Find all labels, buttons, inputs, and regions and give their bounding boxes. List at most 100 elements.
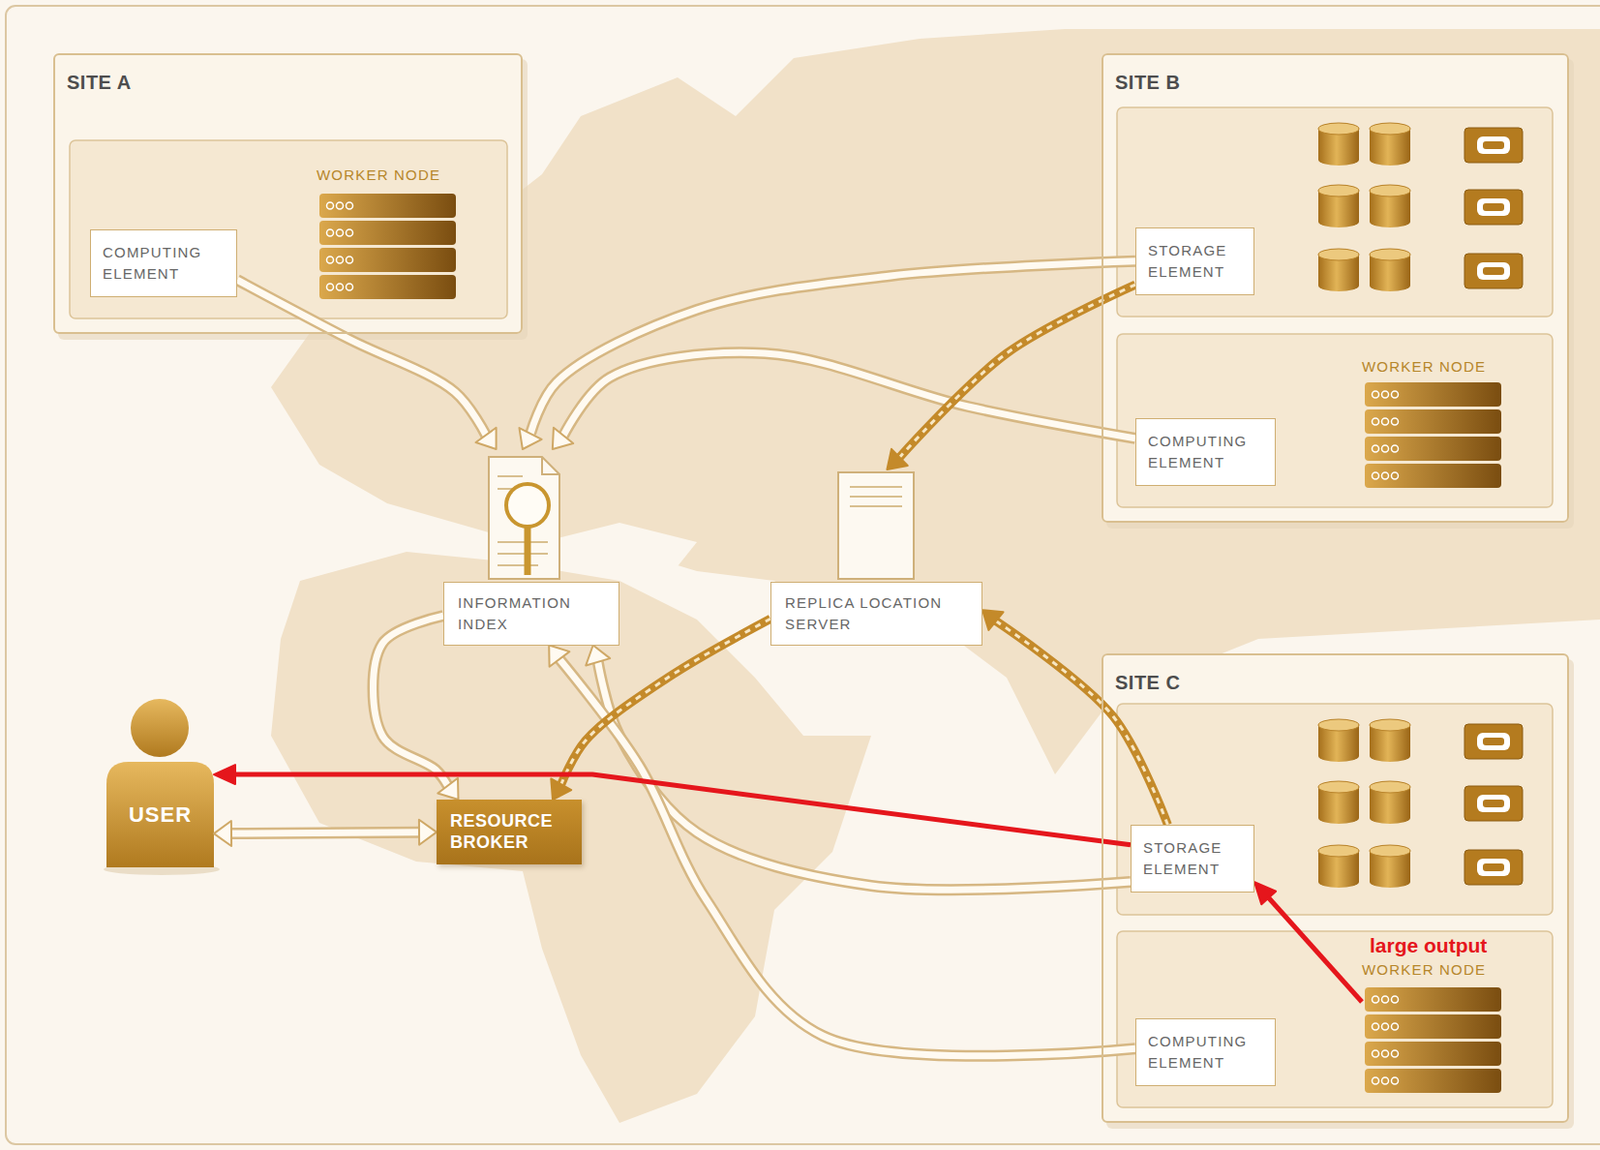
arrowhead — [518, 427, 542, 450]
connector-line — [530, 261, 1136, 434]
tape-symbol — [1464, 724, 1523, 759]
tape-symbol — [1464, 253, 1523, 289]
box-label: COMPUTING ELEMENT — [1147, 430, 1264, 474]
document-lines — [497, 476, 548, 566]
connector-line — [372, 615, 448, 786]
arrowhead — [548, 645, 570, 667]
storage-element: STORAGE ELEMENT — [1135, 227, 1255, 296]
box-label: INFORMATION INDEX — [457, 592, 605, 635]
tape-symbol — [1464, 785, 1523, 821]
disk-symbol — [1318, 719, 1359, 762]
worker-node: WORKER NODE — [1361, 961, 1508, 1097]
site-title: SITE A — [66, 70, 510, 94]
box-label: COMPUTING ELEMENT — [1147, 1030, 1264, 1074]
site-shadow — [1106, 659, 1574, 1129]
replica-server: REPLICA LOCATION SERVER — [770, 469, 983, 646]
edge-label: large output — [1366, 934, 1490, 958]
tape-symbol — [1464, 849, 1523, 885]
server-stack — [319, 193, 456, 300]
connector-line — [237, 279, 486, 435]
arrowhead — [552, 427, 574, 450]
server-stack — [1364, 382, 1502, 488]
site-title: SITE B — [1115, 70, 1556, 94]
node-label: WORKER NODE — [316, 166, 462, 184]
inner-panel — [1116, 107, 1553, 317]
disk-symbol — [1318, 122, 1359, 166]
frame — [5, 5, 1600, 1145]
disk-symbol — [1369, 184, 1411, 228]
worker-node: WORKER NODE — [316, 166, 462, 304]
magnifier-glass — [506, 483, 549, 527]
disk-symbol — [1369, 248, 1411, 292]
connector-line — [899, 284, 1136, 457]
connector — [518, 261, 1136, 450]
connector — [552, 352, 1136, 450]
storage-element: STORAGE ELEMENT — [1130, 824, 1255, 893]
label-box: REPLICA LOCATION SERVER — [770, 581, 983, 646]
document-icon — [488, 456, 560, 579]
disk-symbol — [1369, 781, 1411, 824]
arrowhead — [886, 449, 907, 470]
site-title: SITE C — [1115, 670, 1556, 695]
site-panel: SITE C STORAGE ELEMENT WORKER NODE COMPUTIN… — [1101, 653, 1570, 1123]
site-shadow — [1106, 59, 1574, 529]
worker-node: WORKER NODE — [1361, 358, 1508, 496]
user-figure: USER — [106, 761, 214, 868]
connector — [213, 764, 1131, 846]
server-tower — [838, 472, 914, 579]
arrowhead — [437, 778, 458, 800]
arrowhead — [550, 778, 572, 800]
connector — [982, 609, 1168, 825]
site-ground — [1101, 653, 1570, 1123]
arrowhead — [213, 820, 232, 846]
inner-panel — [69, 140, 508, 319]
disk-symbol — [1369, 845, 1411, 888]
box-label: REPLICA LOCATION SERVER — [784, 592, 968, 635]
connector — [1254, 881, 1362, 1002]
broker-label: RESOURCE BROKER — [450, 811, 569, 853]
disk-symbol — [1369, 719, 1411, 762]
connector — [886, 284, 1136, 470]
disk-symbol — [1369, 122, 1411, 166]
arrowhead — [419, 819, 437, 846]
connector-line — [563, 352, 1136, 438]
connector-line — [996, 621, 1168, 825]
node-label: WORKER NODE — [1361, 358, 1508, 376]
disk-symbol — [1318, 781, 1359, 824]
connector-line — [563, 352, 1136, 438]
box-label: COMPUTING ELEMENT — [102, 241, 225, 285]
server-slots — [849, 486, 903, 507]
inner-panel — [1116, 931, 1553, 1108]
connector-line — [237, 279, 486, 435]
user-body — [106, 761, 214, 868]
connector-line — [899, 284, 1136, 457]
inner-panel — [1116, 703, 1553, 915]
connector-line — [372, 615, 448, 786]
connector-line — [559, 659, 1136, 1057]
connector — [213, 819, 437, 846]
computing-element: COMPUTING ELEMENT — [1135, 418, 1276, 486]
connector-line — [1268, 897, 1362, 1002]
connector-line — [559, 659, 1136, 1057]
arrowhead — [982, 609, 1004, 631]
tape-symbol — [1464, 127, 1523, 163]
label-box: INFORMATION INDEX — [443, 581, 620, 646]
disk-symbol — [1318, 184, 1359, 228]
node-label: WORKER NODE — [1361, 961, 1508, 979]
resource-broker: RESOURCE BROKER — [436, 799, 582, 865]
site-panel: SITE B STORAGE ELEMENT WORKER NODE COMPUTIN… — [1101, 53, 1570, 523]
magnifier-handle — [524, 526, 532, 575]
map-sea — [542, 522, 697, 567]
connector-line — [235, 774, 1131, 846]
arrowhead — [585, 645, 610, 666]
connector — [237, 279, 497, 450]
information-index: INFORMATION INDEX — [443, 449, 620, 646]
site-ground — [1101, 53, 1570, 523]
connector-line — [996, 621, 1168, 825]
document-fold — [542, 456, 560, 475]
arrowhead — [213, 764, 236, 785]
user-label: USER — [128, 802, 192, 828]
